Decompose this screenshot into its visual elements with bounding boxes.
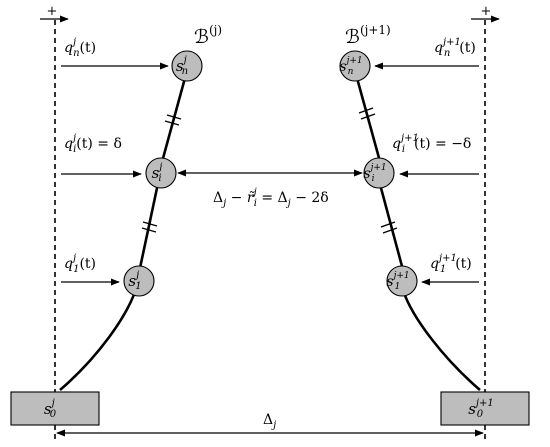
left-chain	[59, 77, 187, 391]
right-wall: +	[471, 4, 500, 440]
right-upper-spring-mark	[358, 107, 376, 120]
left-base-rod	[59, 281, 140, 391]
left-upper-spring-mark	[164, 114, 182, 126]
right-base-rod	[401, 289, 481, 391]
left-wall-sign: +	[47, 4, 58, 19]
left-lower-rod	[138, 173, 162, 269]
left-body-title: ℬ(j)	[194, 23, 222, 48]
left-wall: +	[40, 4, 69, 440]
left-upper-rod	[160, 77, 187, 163]
bottom-label: Δj	[263, 412, 276, 431]
left-lower-spring-mark	[141, 221, 158, 233]
right-lower-rod	[379, 187, 405, 271]
right-body-title: ℬ(j+1)	[345, 23, 391, 48]
right-chain	[355, 77, 481, 391]
right-upper-rod	[355, 77, 381, 159]
right-wall-sign: +	[481, 4, 492, 19]
right-lower-spring-mark	[380, 221, 398, 234]
